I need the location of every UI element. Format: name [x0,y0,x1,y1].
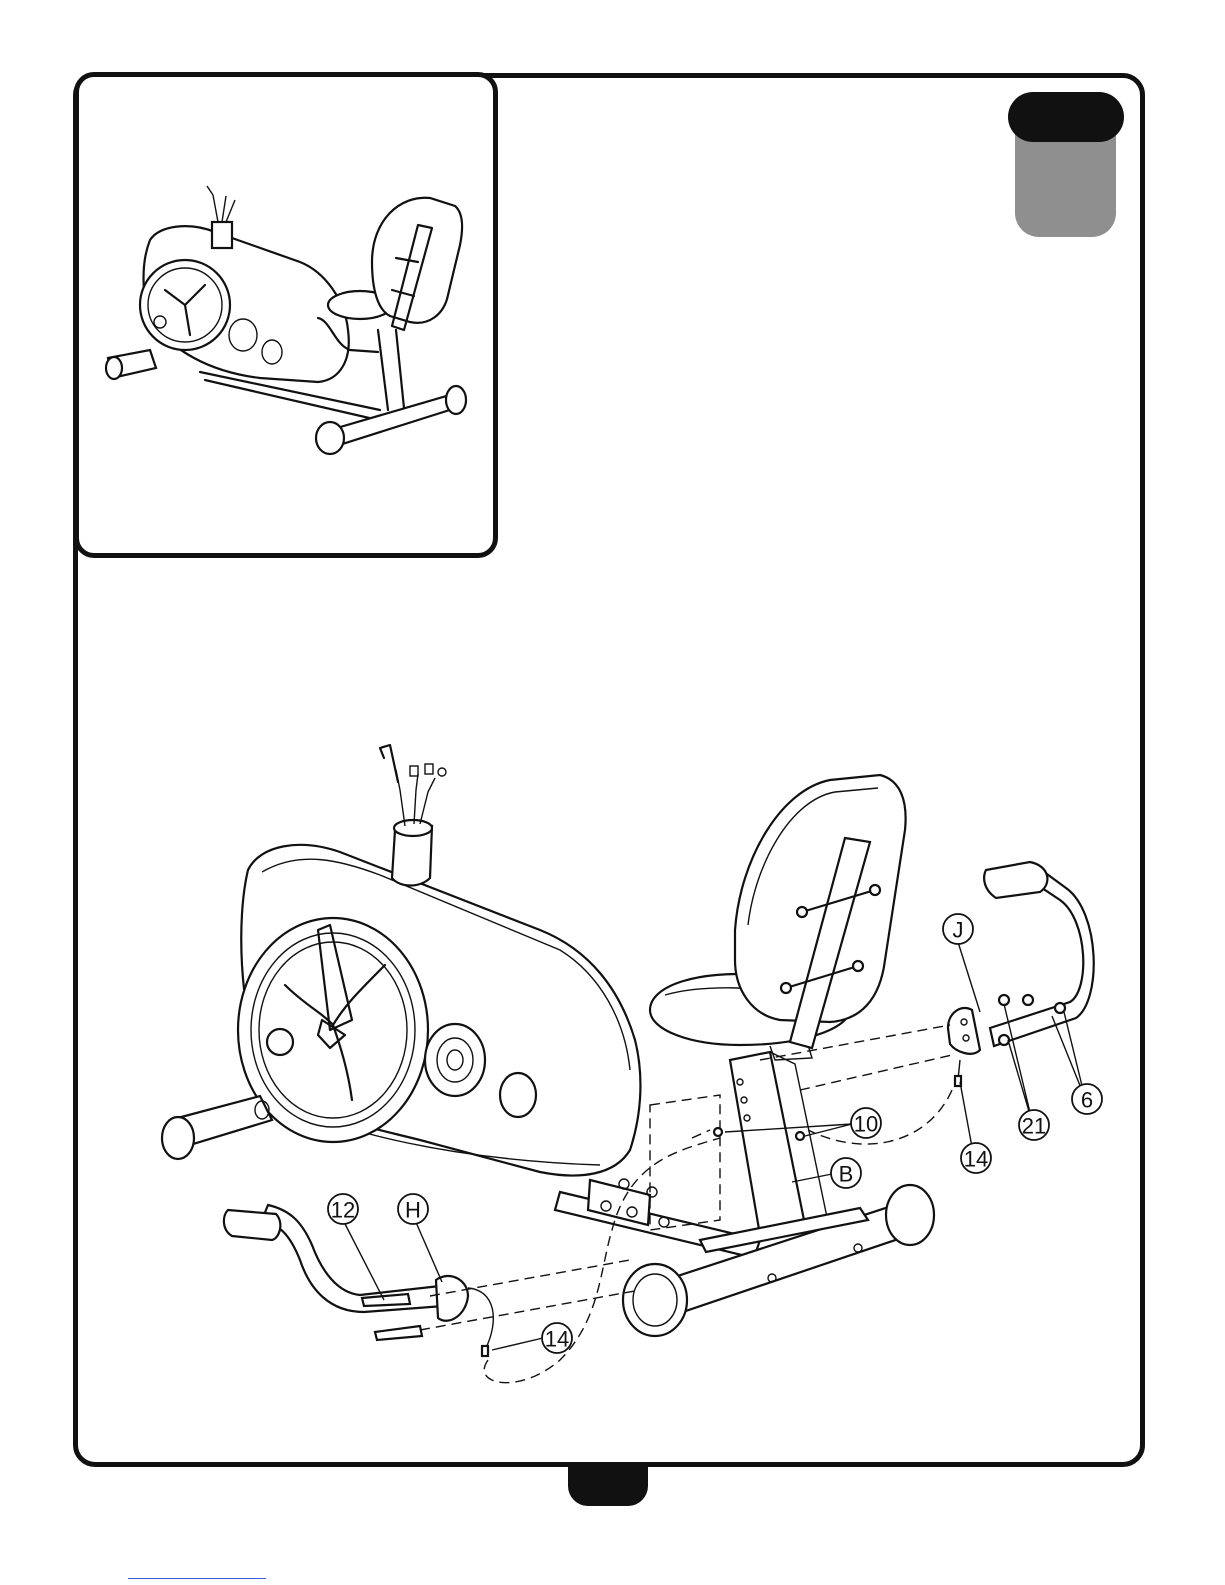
callout-21: 21 [1019,1110,1049,1140]
callout-label-12: 12 [331,1198,355,1223]
callout-6: 6 [1072,1084,1102,1114]
callout-label-B: B [839,1162,854,1187]
callout-label-14-right: 14 [964,1147,988,1172]
callout-label-10: 10 [854,1112,878,1137]
callout-label-21: 21 [1022,1114,1046,1139]
callout-10: 10 [851,1108,881,1138]
callout-14-right: 14 [961,1143,991,1173]
callout-label-6: 6 [1081,1088,1093,1113]
callout-label-14-left: 14 [545,1327,569,1352]
step-tab-black [1008,92,1124,142]
callout-B: B [831,1158,861,1188]
callout-H: H [398,1194,428,1224]
callout-label-J: J [953,918,964,943]
callout-label-H: H [405,1198,421,1223]
inset-bike-illustration [106,186,466,454]
main-bike-illustration [162,745,1094,1383]
callout-14-left: 14 [542,1323,572,1353]
callout-J: J [943,914,973,944]
callout-12: 12 [328,1194,358,1224]
